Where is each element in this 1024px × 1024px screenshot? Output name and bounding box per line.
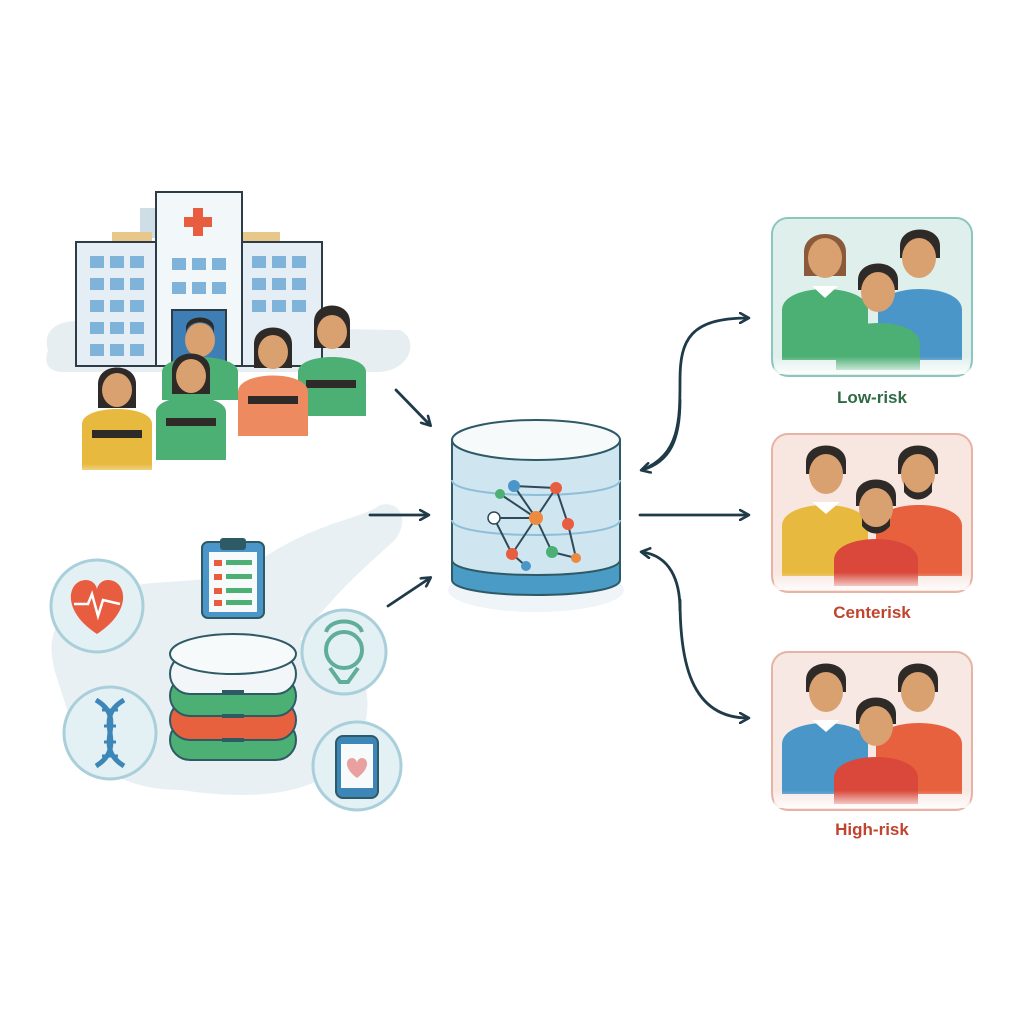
dna-icon — [62, 685, 158, 781]
stethoscope-icon — [300, 608, 388, 696]
data-sources-group — [49, 504, 403, 812]
hospital-group — [46, 191, 411, 480]
central-model-database — [448, 419, 624, 612]
low-risk-card — [771, 217, 973, 377]
arrow-sources-to-model — [386, 578, 430, 608]
clipboard-icon — [201, 538, 265, 619]
network-icon — [487, 480, 581, 571]
heart-rate-icon — [49, 558, 145, 654]
patient-person — [238, 327, 308, 436]
arrow-low-back — [642, 398, 682, 470]
database-icon — [169, 633, 297, 761]
arrows-group — [368, 318, 748, 718]
low-risk-label: Low-risk — [837, 388, 907, 407]
arrow-hospital-to-model — [394, 388, 430, 425]
arrow-model-to-high — [678, 598, 748, 718]
patient-person — [298, 305, 366, 416]
arrow-high-back — [642, 552, 682, 612]
high-risk-card — [771, 651, 973, 811]
patient-group — [60, 305, 390, 480]
center-risk-label: Centerisk — [833, 603, 911, 622]
high-risk-label: High-risk — [835, 820, 909, 839]
mobile-health-icon — [311, 720, 403, 812]
center-risk-card — [771, 433, 973, 593]
arrow-model-to-low — [640, 318, 748, 472]
